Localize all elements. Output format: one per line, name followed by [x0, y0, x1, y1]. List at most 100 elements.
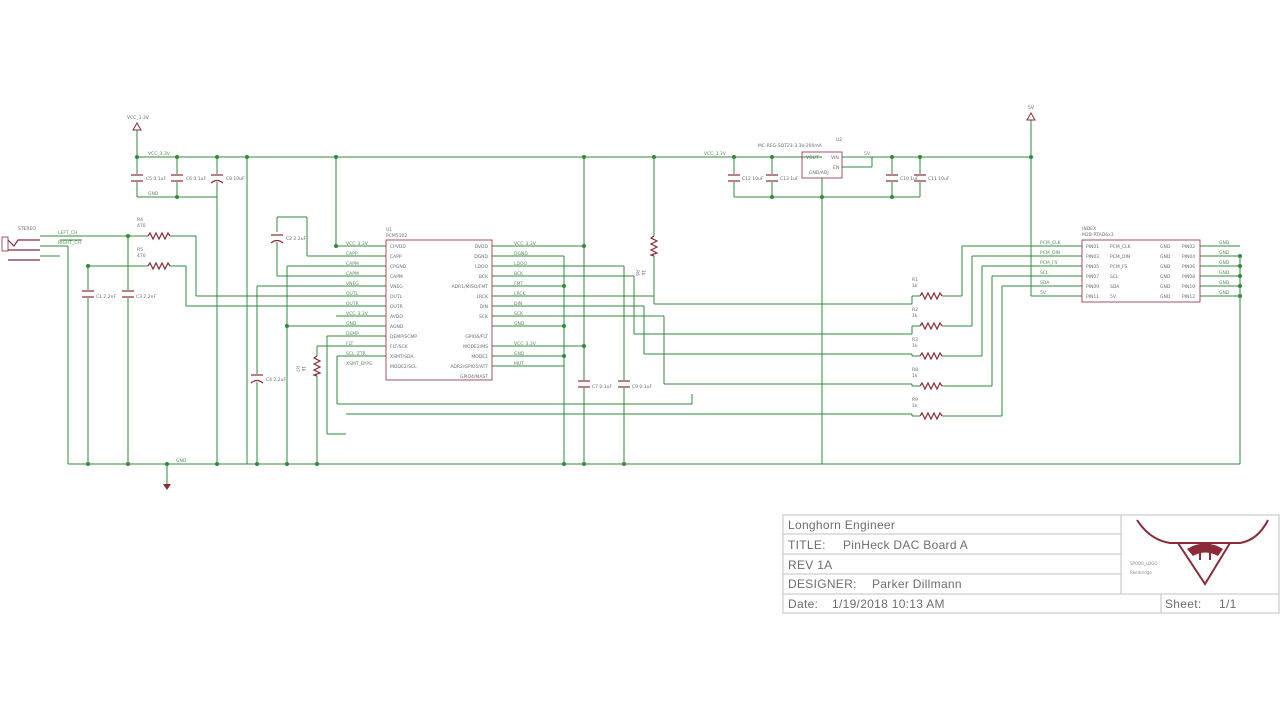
capacitor-c12: C12 10uF	[728, 174, 764, 182]
svg-text:VNEG: VNEG	[390, 284, 403, 290]
svg-text:VCC_3.3V: VCC_3.3V	[127, 115, 150, 121]
svg-text:R5: R5	[137, 247, 143, 253]
svg-text:C1 2.2nF: C1 2.2nF	[96, 294, 116, 300]
svg-text:5V: 5V	[1040, 290, 1047, 296]
svg-text:R3: R3	[912, 337, 918, 343]
svg-text:SCL_ZTR: SCL_ZTR	[346, 351, 366, 357]
dac-right-pins: DVDD DGND LDOO BCK ADR1/MISO/FMT LRCK DI…	[450, 244, 489, 380]
svg-text:GND: GND	[1160, 284, 1171, 290]
dac-right-nets: VCC_3.3V DGND LDOO BCK FMT LRCK DIN SCK …	[514, 241, 537, 367]
svg-text:GND: GND	[1219, 250, 1230, 256]
svg-text:CPGND: CPGND	[390, 264, 407, 270]
svg-text:PCM_CLK: PCM_CLK	[1040, 240, 1062, 246]
dac-chip-u1: U1 PCM5102 CPVDD CAPP CPGND CAPM VNEG OU…	[346, 227, 537, 381]
title-block: Longhorn Engineer TITLE: PinHeck DAC Boa…	[782, 514, 1280, 614]
svg-text:R6: R6	[634, 270, 640, 276]
svg-text:U2: U2	[836, 137, 842, 143]
svg-text:PCM_FS: PCM_FS	[1040, 260, 1057, 266]
svg-text:MODE2/SCL: MODE2/SCL	[390, 364, 417, 370]
resistor-r2: R2 1k	[912, 307, 943, 331]
sheet-label: Sheet:	[1165, 597, 1202, 611]
svg-text:MODE1: MODE1	[471, 354, 488, 360]
wires: GND VCC_3.3V LEFT_CH RIGHT_CH	[40, 151, 1241, 465]
svg-text:C2 2.2uF: C2 2.2uF	[286, 236, 306, 242]
resistor-r8: R8 1k	[912, 367, 943, 391]
dac-left-pins: CPVDD CAPP CPGND CAPM VNEG OUTL OUTR AVD…	[390, 244, 417, 370]
svg-text:OUTR: OUTR	[390, 304, 403, 310]
svg-text:470: 470	[137, 253, 146, 259]
org-name: Longhorn Engineer	[788, 518, 895, 532]
svg-text:SCL: SCL	[1040, 270, 1049, 276]
svg-text:OUTL: OUTL	[390, 294, 403, 300]
svg-text:PIN05: PIN05	[1086, 264, 1099, 270]
sheet-value: 1/1	[1219, 597, 1237, 611]
svg-text:1k: 1k	[912, 283, 918, 289]
svg-text:C11 10uF: C11 10uF	[928, 176, 950, 182]
svg-text:LDOO: LDOO	[514, 261, 528, 267]
svg-text:GND: GND	[514, 351, 525, 357]
resistor-r4: R4 470	[137, 217, 171, 241]
svg-text:GND: GND	[1219, 290, 1230, 296]
svg-text:PIN04: PIN04	[1182, 254, 1195, 260]
svg-text:STEREO: STEREO	[18, 226, 36, 232]
svg-text:C12 10uF: C12 10uF	[742, 176, 764, 182]
svg-text:5V: 5V	[1110, 294, 1117, 300]
svg-text:CAPM: CAPM	[346, 261, 359, 267]
svg-text:CAPP: CAPP	[346, 251, 358, 257]
svg-text:LRCK: LRCK	[476, 294, 489, 300]
header-right-nets: GND GND GND GND GND GND	[1219, 240, 1230, 296]
svg-text:PIN10: PIN10	[1182, 284, 1195, 290]
svg-text:AVDD: AVDD	[390, 314, 403, 320]
svg-text:PCM_CLK: PCM_CLK	[1110, 244, 1132, 250]
resistor-r7: R7 1k	[294, 355, 322, 377]
svg-text:FLT/SCK: FLT/SCK	[390, 344, 409, 350]
svg-text:1k: 1k	[912, 373, 918, 379]
svg-text:VCC_3.3V: VCC_3.3V	[346, 311, 369, 317]
svg-text:OUTL: OUTL	[346, 291, 359, 297]
dac-left-nets: VCC_3.3V CAPP CAPM CAPM VNEG OUTL OUTR V…	[346, 241, 369, 357]
capacitor-c4: C4 2.2uF	[250, 374, 286, 384]
svg-text:VCC_3.3V: VCC_3.3V	[514, 241, 537, 247]
svg-text:SCK: SCK	[479, 314, 489, 320]
capacitor-c5: C5 0.1uF	[131, 174, 166, 182]
header-left-labels: PCM_CLK PCM_DIN PCM_FS SCL SDA 5V	[1110, 244, 1132, 300]
svg-text:SPOOR_LOGO: SPOOR_LOGO	[1130, 561, 1158, 566]
capacitor-c13: C13 1uF	[766, 174, 799, 182]
svg-text:PIN08: PIN08	[1182, 274, 1195, 280]
title-value: PinHeck DAC Board A	[843, 538, 968, 552]
svg-text:GND: GND	[1219, 270, 1230, 276]
svg-text:GND: GND	[1160, 244, 1171, 250]
svg-text:GND: GND	[1219, 240, 1230, 246]
resistor-r5: R5 470	[137, 247, 171, 271]
svg-text:1k: 1k	[300, 366, 306, 372]
svg-text:PIN09: PIN09	[1086, 284, 1099, 290]
svg-text:M2B-RTAD6x3: M2B-RTAD6x3	[1082, 232, 1114, 238]
svg-text:XSMT/SDA: XSMT/SDA	[390, 354, 414, 360]
svg-text:PIN07: PIN07	[1086, 274, 1099, 280]
audio-jack: STEREO	[1, 226, 40, 261]
svg-text:C5 0.1uF: C5 0.1uF	[146, 176, 166, 182]
svg-text:DGND: DGND	[514, 251, 528, 257]
svg-text:FLT: FLT	[346, 341, 353, 347]
svg-text:PIN06: PIN06	[1182, 264, 1195, 270]
svg-text:PCM_FS: PCM_FS	[1110, 264, 1127, 270]
gnd-symbol: GND	[163, 458, 187, 490]
svg-text:RIGHT_CH: RIGHT_CH	[58, 240, 81, 246]
svg-text:C9 0.1uF: C9 0.1uF	[632, 384, 652, 390]
resistor-r6: R6 1k	[634, 235, 659, 276]
svg-text:CAPP: CAPP	[390, 254, 402, 260]
svg-text:SDA: SDA	[1040, 280, 1050, 286]
svg-text:C7 0.1uF: C7 0.1uF	[592, 384, 612, 390]
longhorn-logo: SPOOR_LOGO Rembridge	[1130, 519, 1269, 586]
svg-text:VOUT: VOUT	[806, 155, 819, 161]
5v-supply: 5V	[1026, 105, 1036, 157]
svg-text:ADR2/GPIO5/ATT: ADR2/GPIO5/ATT	[450, 364, 488, 370]
svg-text:R2: R2	[912, 307, 918, 313]
designer-label: DESIGNER:	[788, 577, 857, 591]
svg-text:VCC_3.3V: VCC_3.3V	[514, 341, 537, 347]
svg-text:Rembridge: Rembridge	[1130, 570, 1152, 575]
svg-text:FMT: FMT	[514, 281, 523, 287]
resistor-r1: R1 1k	[912, 277, 943, 301]
svg-text:470: 470	[137, 223, 146, 229]
